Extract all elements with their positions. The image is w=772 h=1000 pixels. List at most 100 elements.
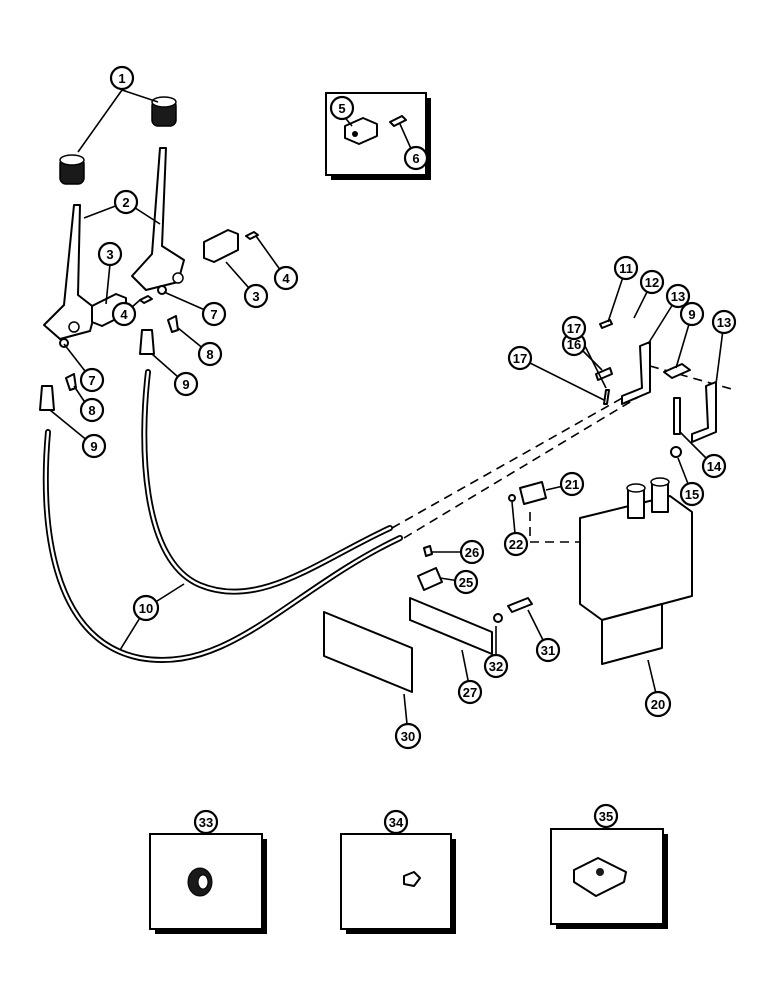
cotter-part-17: [603, 389, 610, 405]
svg-text:9: 9: [90, 439, 97, 454]
svg-text:14: 14: [707, 459, 722, 474]
callout-20: 20: [644, 690, 672, 718]
svg-text:20: 20: [651, 697, 665, 712]
callout-5: 5: [329, 95, 355, 121]
svg-text:3: 3: [106, 247, 113, 262]
callout-13-left: 13: [665, 283, 691, 309]
svg-text:13: 13: [671, 289, 685, 304]
clevis-part-9a: [39, 385, 55, 411]
svg-text:16: 16: [567, 337, 581, 352]
svg-text:6: 6: [412, 151, 419, 166]
callout-32: 32: [483, 653, 509, 679]
control-valve-part: [579, 477, 693, 665]
callout-7-left: 7: [79, 367, 105, 393]
inset-box-34: [340, 833, 456, 934]
callout-27: 27: [457, 679, 483, 705]
knob-part-right: [151, 96, 177, 127]
callout-26: 26: [459, 539, 485, 565]
svg-text:30: 30: [401, 729, 415, 744]
plug-part: [403, 871, 421, 887]
callout-9-mid: 9: [173, 371, 199, 397]
alignment-line-bracket: [649, 365, 736, 391]
callout-15: 15: [679, 481, 705, 507]
callout-17-lower: 17: [507, 345, 533, 371]
callout-8-left: 8: [79, 397, 105, 423]
callout-3-left: 3: [97, 241, 123, 267]
callout-1: 1: [109, 65, 135, 91]
svg-text:34: 34: [389, 815, 404, 830]
callout-11: 11: [613, 255, 639, 281]
inset-box-33: [149, 833, 267, 934]
callout-22: 22: [503, 531, 529, 557]
svg-text:25: 25: [459, 575, 473, 590]
svg-text:22: 22: [509, 537, 523, 552]
svg-text:15: 15: [685, 487, 699, 502]
nut-part-32: [493, 613, 503, 623]
callout-4-right: 4: [273, 265, 299, 291]
callout-13-right: 13: [711, 309, 737, 335]
svg-text:1: 1: [118, 71, 125, 86]
callout-9-left: 9: [81, 433, 107, 459]
knob-part-21: [519, 481, 547, 505]
bolt-part-4b: [245, 231, 259, 240]
nut-part-15: [670, 446, 682, 458]
plate-part-30: [323, 611, 413, 693]
pivot-bracket-part-right: [203, 229, 239, 263]
callout-34: 34: [383, 809, 409, 835]
alignment-line-lower: [403, 395, 641, 539]
callout-3-right: 3: [243, 283, 269, 309]
svg-text:8: 8: [206, 347, 213, 362]
lever-part-left: [43, 204, 97, 340]
bolt-part: [389, 115, 407, 127]
bracket-part-25: [417, 567, 443, 591]
svg-text:12: 12: [645, 275, 659, 290]
svg-text:27: 27: [463, 685, 477, 700]
lever-part-right: [131, 147, 185, 291]
svg-text:26: 26: [465, 545, 479, 560]
svg-text:11: 11: [619, 261, 633, 276]
callout-8-right: 8: [197, 341, 223, 367]
svg-text:35: 35: [599, 809, 613, 824]
svg-text:9: 9: [182, 377, 189, 392]
callout-12: 12: [639, 269, 665, 295]
inset-box-35: [550, 828, 668, 929]
callout-31: 31: [535, 637, 561, 663]
svg-text:10: 10: [139, 601, 153, 616]
clevis-part-9b: [139, 329, 155, 355]
bolt-part-4a: [139, 295, 153, 304]
callout-25: 25: [453, 569, 479, 595]
svg-text:2: 2: [122, 195, 129, 210]
pivot-block-part: [344, 117, 378, 145]
knob-part-left: [59, 154, 85, 185]
svg-text:31: 31: [541, 643, 555, 658]
svg-text:7: 7: [210, 307, 217, 322]
callout-14: 14: [701, 453, 727, 479]
svg-text:7: 7: [88, 373, 95, 388]
bracket-part-13b: [691, 381, 717, 443]
callout-33: 33: [193, 809, 219, 835]
nut-part-7a: [59, 338, 69, 348]
callout-6: 6: [403, 145, 429, 171]
svg-text:17: 17: [567, 321, 581, 336]
callout-17-upper: 17: [561, 315, 587, 341]
svg-text:3: 3: [252, 289, 259, 304]
svg-text:5: 5: [338, 101, 345, 116]
callout-9-right: 9: [679, 301, 705, 327]
svg-text:13: 13: [717, 315, 731, 330]
bolt-part-31: [507, 597, 533, 613]
cable-part-lower: [42, 429, 403, 663]
alignment-line-upper: [391, 387, 641, 529]
cable-part-upper: [141, 369, 393, 595]
bolt-part-26: [423, 545, 433, 557]
bolt-part-14: [673, 397, 681, 435]
pin-part-22: [508, 494, 516, 502]
svg-text:33: 33: [199, 815, 213, 830]
callout-21: 21: [559, 471, 585, 497]
plate-part-27: [409, 597, 493, 655]
svg-text:9: 9: [688, 307, 695, 322]
svg-text:21: 21: [565, 477, 579, 492]
svg-text:4: 4: [282, 271, 290, 286]
svg-text:32: 32: [489, 659, 503, 674]
callout-4-left: 4: [111, 301, 137, 327]
